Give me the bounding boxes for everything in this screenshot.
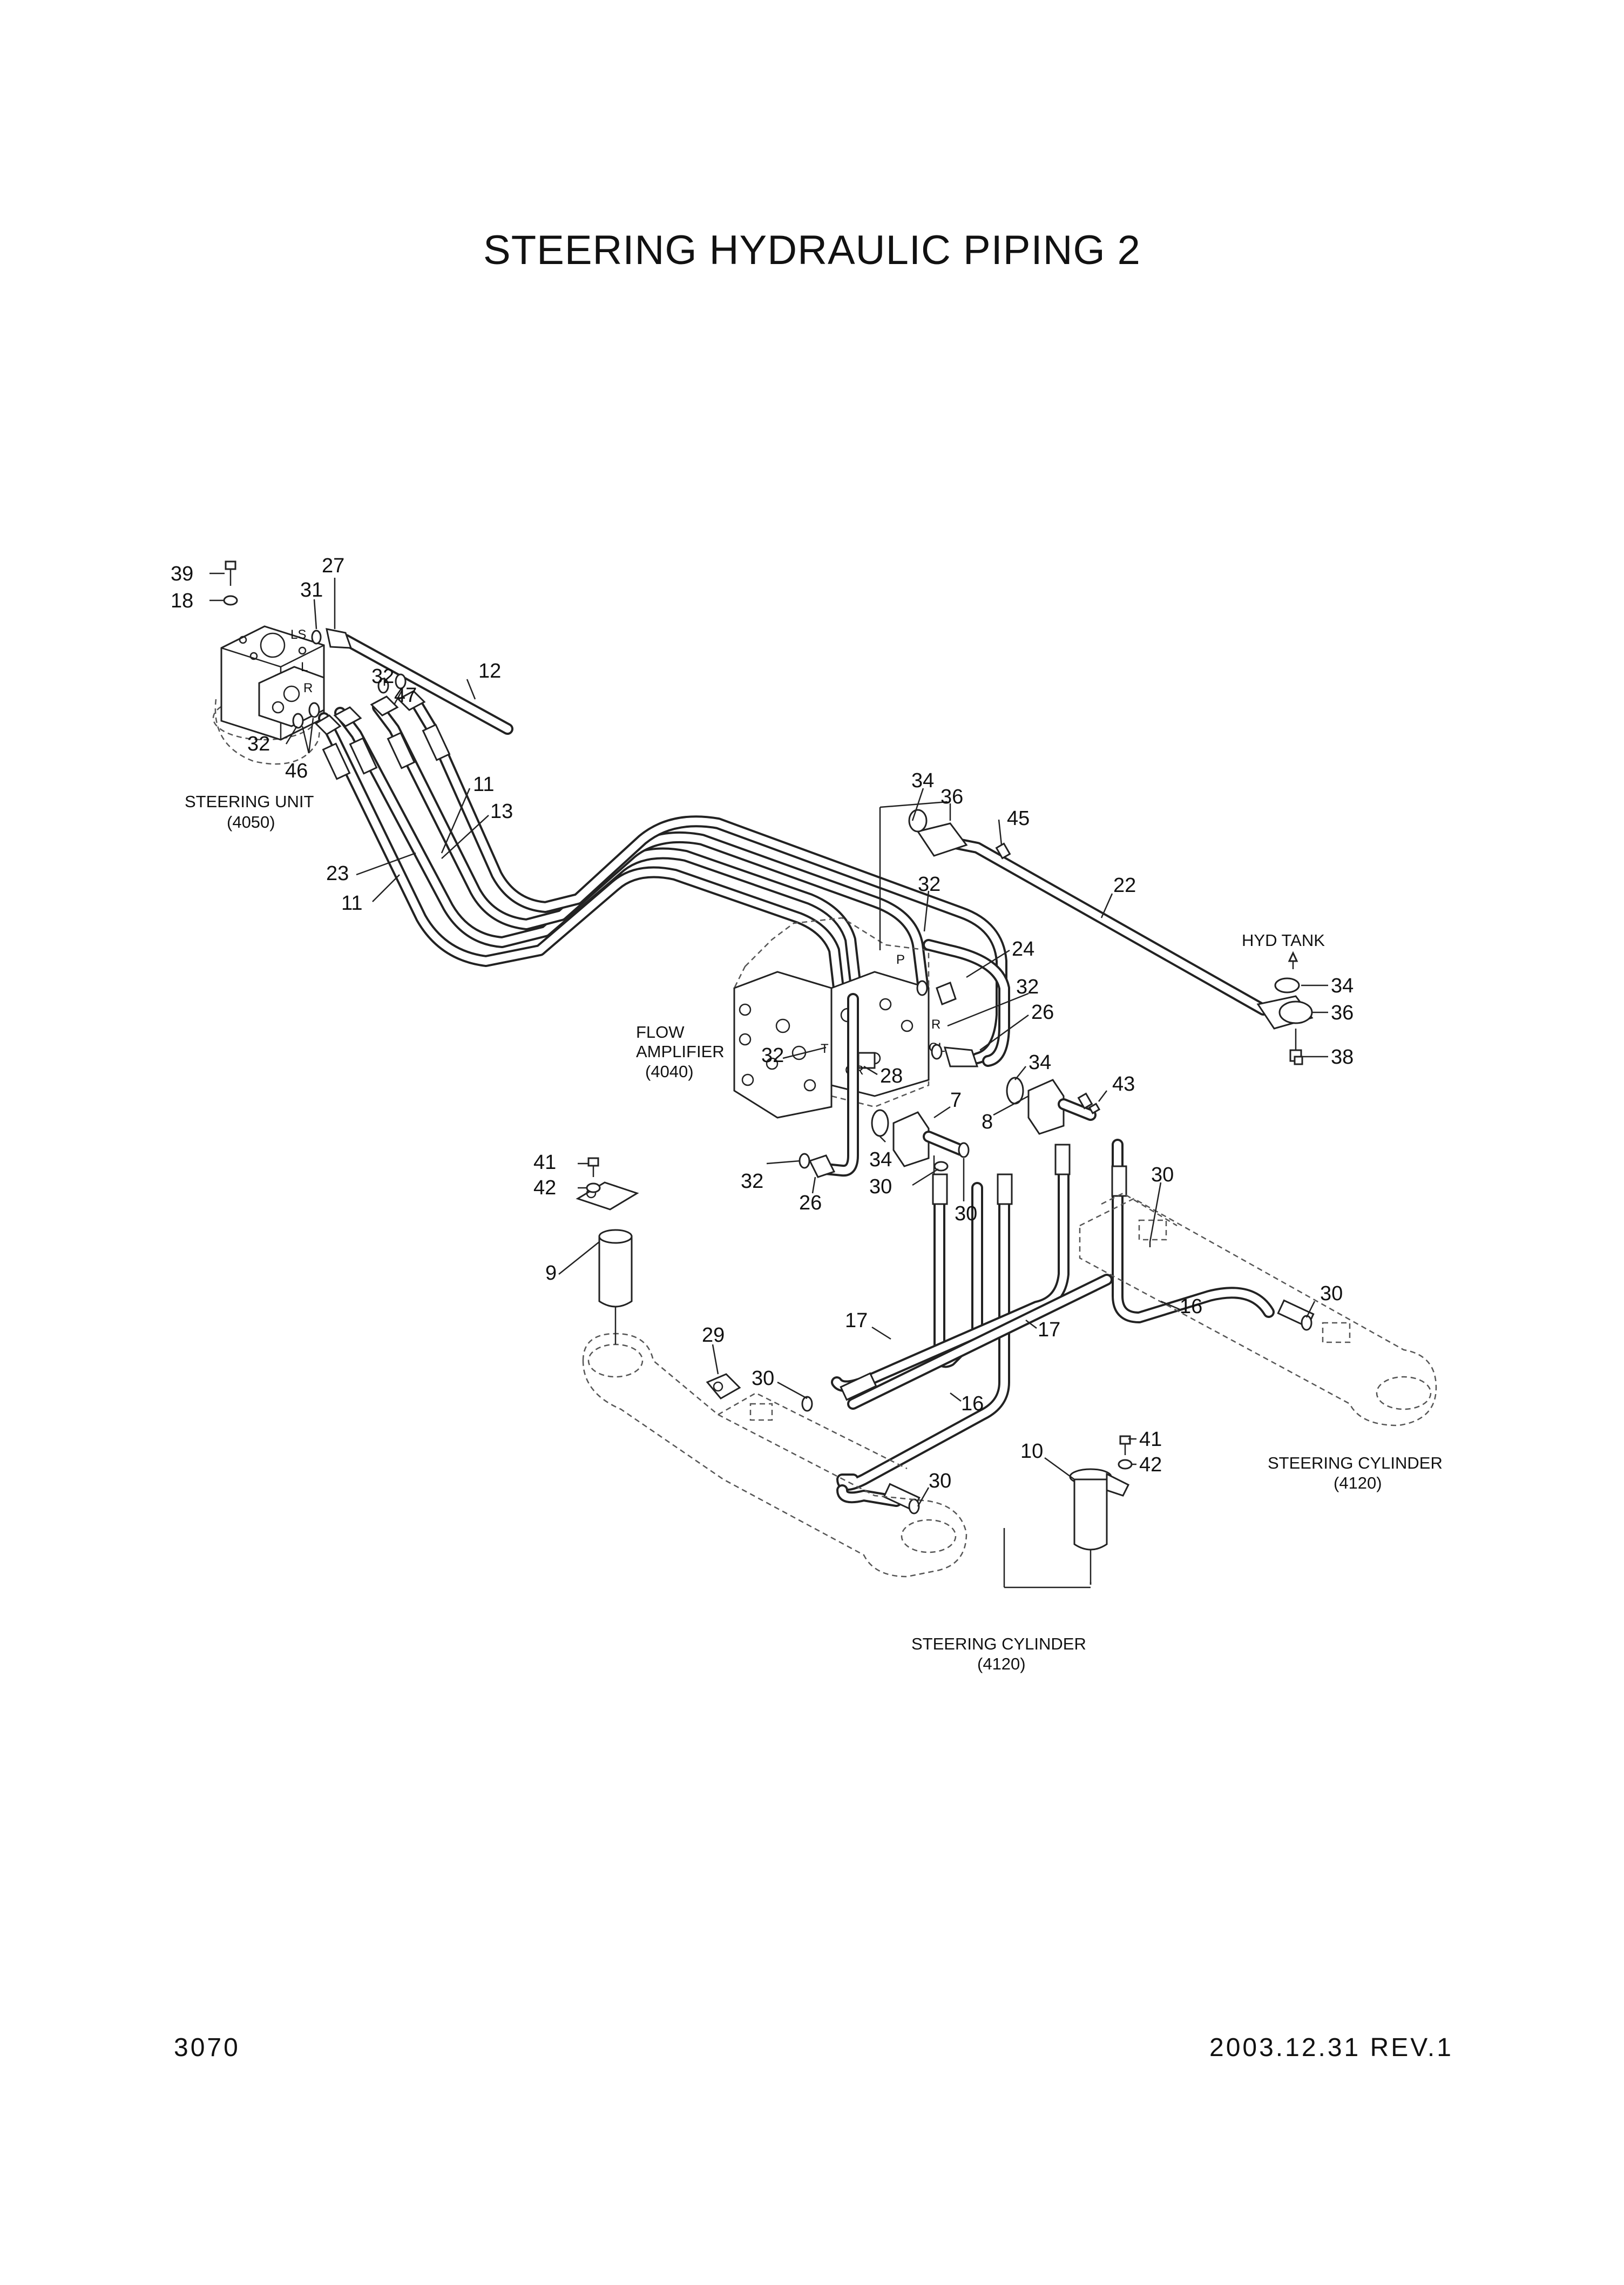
- callout-11b: 11: [341, 892, 362, 915]
- block-8: [1006, 1077, 1097, 1135]
- callout-18: 18: [171, 590, 193, 612]
- callout-22: 22: [1113, 874, 1136, 897]
- page-number: 3070: [174, 2033, 240, 2062]
- pin-9: [576, 1181, 639, 1339]
- tube-26-right: [931, 1044, 979, 1067]
- steering-cylinder-left: [582, 1333, 967, 1578]
- o-ring-34-tank: [1274, 977, 1300, 993]
- bolt-39: [225, 560, 236, 586]
- callout-16a: 16: [961, 1392, 984, 1415]
- callout-26b: 26: [799, 1192, 822, 1214]
- cylinder-hoses: [801, 1139, 1315, 1515]
- callout-34c: 34: [1028, 1051, 1051, 1074]
- steering-cylinder-right-ref: (4120): [1334, 1473, 1382, 1492]
- callout-30c: 30: [1151, 1164, 1174, 1186]
- callout-30b: 30: [955, 1202, 977, 1225]
- port-label-t: T: [821, 1042, 829, 1056]
- callout-24: 24: [1012, 938, 1034, 961]
- callout-16b: 16: [1180, 1295, 1202, 1318]
- callout-10: 10: [1020, 1440, 1043, 1463]
- port-label-r2: R: [931, 1017, 940, 1032]
- callout-23: 23: [326, 862, 349, 885]
- callout-7: 7: [950, 1089, 962, 1112]
- tank-return-pipe-22: [908, 809, 1314, 1062]
- callout-13: 13: [490, 800, 513, 823]
- callout-36b: 36: [1331, 1002, 1354, 1024]
- callout-17b: 17: [1038, 1319, 1060, 1341]
- sensor-29: [706, 1373, 741, 1400]
- hose-24: [916, 939, 1010, 1067]
- port-label-l: L: [301, 660, 308, 674]
- bolt-38: [1294, 1056, 1303, 1065]
- port-label-ls: LS: [290, 627, 306, 642]
- steering-unit: [212, 625, 325, 765]
- port-label-p: P: [896, 952, 905, 967]
- steering-unit-name: STEERING UNIT: [185, 792, 314, 811]
- callout-17a: 17: [845, 1309, 868, 1332]
- callout-42a: 42: [533, 1177, 556, 1199]
- flow-amplifier-name-2: AMPLIFIER: [636, 1042, 725, 1061]
- steering-cylinder-right-name: STEERING CYLINDER: [1268, 1454, 1443, 1472]
- tank-arrow: [1288, 951, 1298, 962]
- steering-cylinder-left-name: STEERING CYLINDER: [911, 1634, 1086, 1653]
- callout-42b: 42: [1139, 1454, 1162, 1476]
- bolt-41-left: [587, 1157, 599, 1177]
- flow-amplifier-name-1: FLOW: [636, 1023, 685, 1042]
- callout-30f: 30: [929, 1470, 951, 1492]
- page-title: STEERING HYDRAULIC PIPING 2: [483, 227, 1141, 273]
- callout-30d: 30: [752, 1367, 774, 1390]
- callout-11a: 11: [473, 773, 494, 796]
- washer-42-left: [586, 1182, 601, 1193]
- callout-28: 28: [880, 1065, 903, 1087]
- callout-41a: 41: [533, 1151, 556, 1174]
- bolt-43: [1088, 1103, 1101, 1114]
- callout-32e: 32: [761, 1044, 784, 1067]
- washer-42-right: [1118, 1459, 1133, 1470]
- callout-34b: 34: [1331, 975, 1354, 997]
- ls-hose-12: [311, 628, 513, 735]
- flow-amplifier-ref: (4040): [645, 1062, 694, 1081]
- callout-32d: 32: [1016, 976, 1039, 998]
- callout-38: 38: [1331, 1046, 1354, 1069]
- callout-27: 27: [322, 555, 344, 577]
- steering-cylinder-left-ref: (4120): [977, 1654, 1026, 1673]
- cross-tube-17: [847, 1274, 1113, 1410]
- steering-cylinder-right: [1079, 1192, 1437, 1427]
- callout-43: 43: [1112, 1073, 1135, 1096]
- tube-26-left: [799, 993, 859, 1178]
- callout-46: 46: [285, 760, 308, 782]
- callout-36a: 36: [940, 786, 963, 808]
- callout-34d: 34: [869, 1148, 892, 1171]
- callout-30e: 30: [1320, 1282, 1343, 1305]
- washer-18: [223, 595, 238, 606]
- steering-unit-ref: (4050): [227, 813, 275, 831]
- callout-9: 9: [545, 1262, 557, 1285]
- port-label-r: R: [303, 681, 313, 695]
- callout-12: 12: [478, 660, 501, 682]
- callout-29: 29: [702, 1324, 725, 1347]
- callout-32c: 32: [918, 873, 940, 896]
- callout-26a: 26: [1031, 1001, 1054, 1024]
- leader-lines: [209, 572, 1328, 1588]
- callout-45: 45: [1007, 807, 1030, 830]
- callout-39: 39: [171, 563, 193, 585]
- callout-34a: 34: [911, 769, 934, 792]
- bolt-41-right: [1119, 1435, 1131, 1455]
- block-7: [871, 1109, 967, 1182]
- callout-32f: 32: [741, 1170, 763, 1193]
- callout-32b: 32: [247, 733, 270, 755]
- hyd-tank-label: HYD TANK: [1242, 931, 1325, 950]
- callout-41b: 41: [1139, 1428, 1162, 1451]
- callout-47: 47: [394, 684, 417, 707]
- callout-31: 31: [300, 579, 323, 601]
- pin-10: [1069, 1468, 1130, 1585]
- callout-8: 8: [982, 1111, 993, 1133]
- revision-date: 2003.12.31 REV.1: [1209, 2033, 1453, 2062]
- callout-labels: 39 18 27 31 12 32 47 32 46 11 13 23 11 3…: [171, 555, 1354, 1492]
- callout-32a: 32: [371, 665, 394, 688]
- callout-30a: 30: [869, 1175, 892, 1198]
